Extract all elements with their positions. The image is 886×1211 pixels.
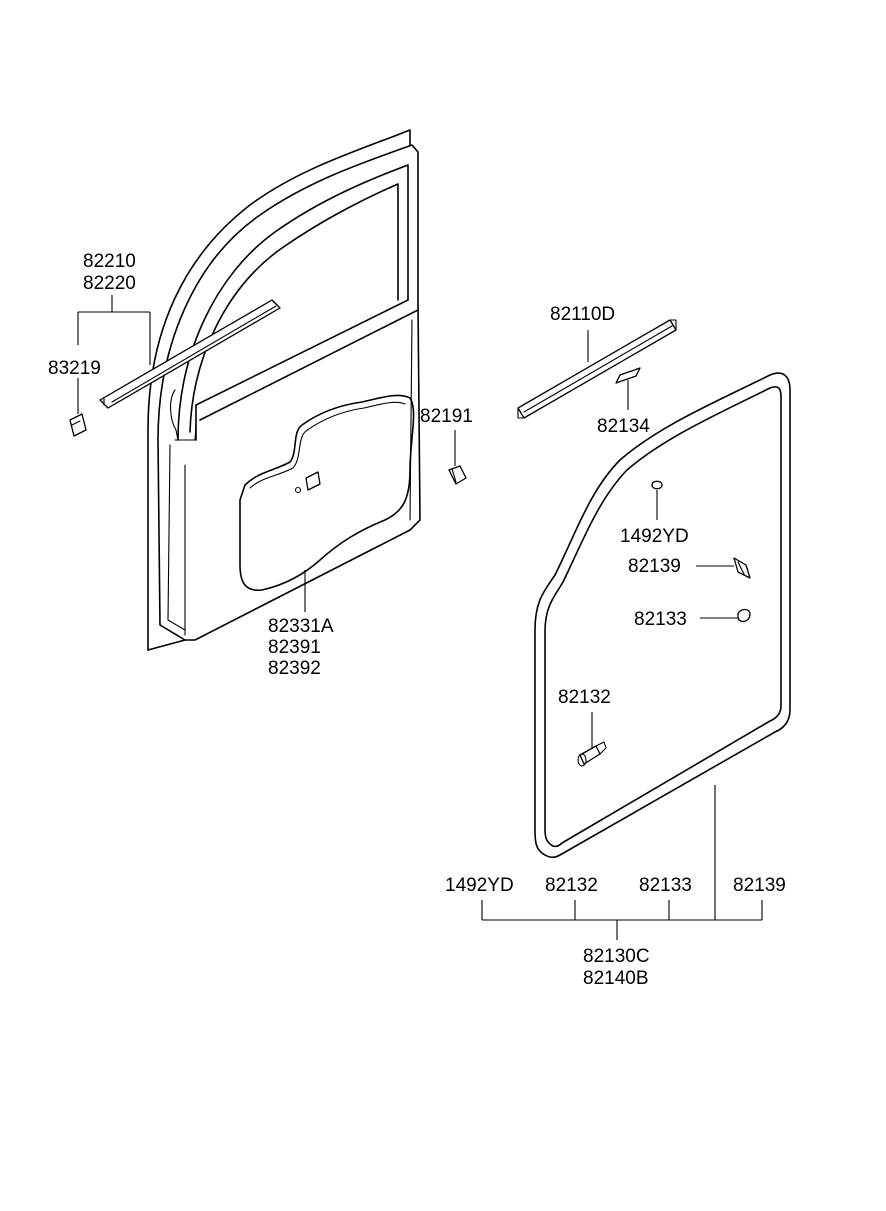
label-82139: 82139 <box>628 556 681 577</box>
fastener-82132-part <box>577 741 607 767</box>
label-1492yd: 1492YD <box>620 526 689 547</box>
label-82220: 82220 <box>83 273 136 294</box>
label-82331a: 82331A <box>268 616 334 637</box>
label-82110d: 82110D <box>550 304 615 325</box>
clip-82139-part <box>733 557 751 579</box>
label-82133: 82133 <box>634 609 687 630</box>
clip-1492yd-part <box>651 480 663 490</box>
clip-83219-part <box>69 413 87 437</box>
pad-82134-part <box>615 367 641 384</box>
label-83219: 83219 <box>48 358 101 379</box>
label-82132: 82132 <box>558 687 611 708</box>
label-82191: 82191 <box>420 406 473 427</box>
leader-lines <box>77 295 763 940</box>
belt-molding <box>99 299 281 409</box>
door-film <box>239 394 415 591</box>
label-assy-82139: 82139 <box>733 875 786 896</box>
label-82392: 82392 <box>268 658 321 679</box>
label-82210: 82210 <box>83 251 136 272</box>
label-assy-82133: 82133 <box>639 875 692 896</box>
label-assy-82132: 82132 <box>545 875 598 896</box>
weatherstrip <box>534 372 791 859</box>
label-82130c: 82130C <box>583 946 650 967</box>
label-82391: 82391 <box>268 637 321 658</box>
channel-82110d-part <box>517 319 677 419</box>
plug-82191-part <box>448 465 467 485</box>
label-82134: 82134 <box>597 416 650 437</box>
clip-82133-part <box>737 608 751 623</box>
label-assy-1492yd: 1492YD <box>445 875 514 896</box>
label-82140b: 82140B <box>583 968 649 989</box>
door-panel <box>147 129 421 651</box>
